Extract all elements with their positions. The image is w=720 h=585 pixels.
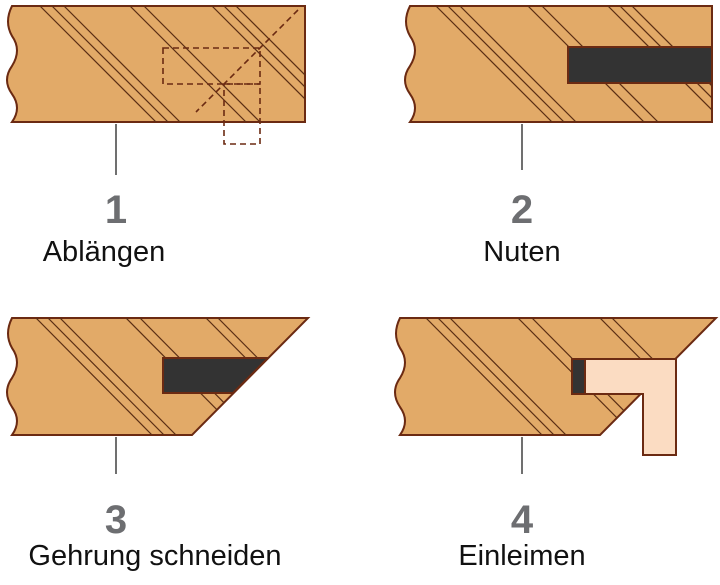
corner-tongue xyxy=(584,358,677,456)
board-groove-diagram xyxy=(404,5,713,170)
groove xyxy=(567,46,713,84)
step-number: 2 xyxy=(510,188,534,232)
board-crosscut-diagram xyxy=(6,5,306,175)
step-number: 1 xyxy=(104,188,128,232)
glue-groove xyxy=(571,358,586,395)
step-3-panel: 3 Gehrung schneiden xyxy=(0,292,360,585)
cut-lines xyxy=(162,9,299,145)
step-4-panel: 4 Einleimen xyxy=(360,292,720,585)
board-glue-tongue-diagram xyxy=(394,317,719,474)
step-1-panel: 1 Ablängen xyxy=(0,0,360,292)
wood-board xyxy=(6,317,311,436)
board-miter-diagram xyxy=(6,317,311,474)
wood-board xyxy=(394,317,719,436)
wood-board xyxy=(404,5,713,123)
step-number: 4 xyxy=(510,498,534,542)
step-label: Nuten xyxy=(483,236,561,268)
step-label: Einleimen xyxy=(458,540,586,572)
step-label: Ablängen xyxy=(42,236,166,268)
groove xyxy=(162,357,271,394)
step-2-panel: 2 Nuten xyxy=(360,0,720,292)
step-label: Gehrung schneiden xyxy=(28,540,282,572)
wood-grain xyxy=(39,6,305,122)
step-number: 3 xyxy=(104,498,128,542)
